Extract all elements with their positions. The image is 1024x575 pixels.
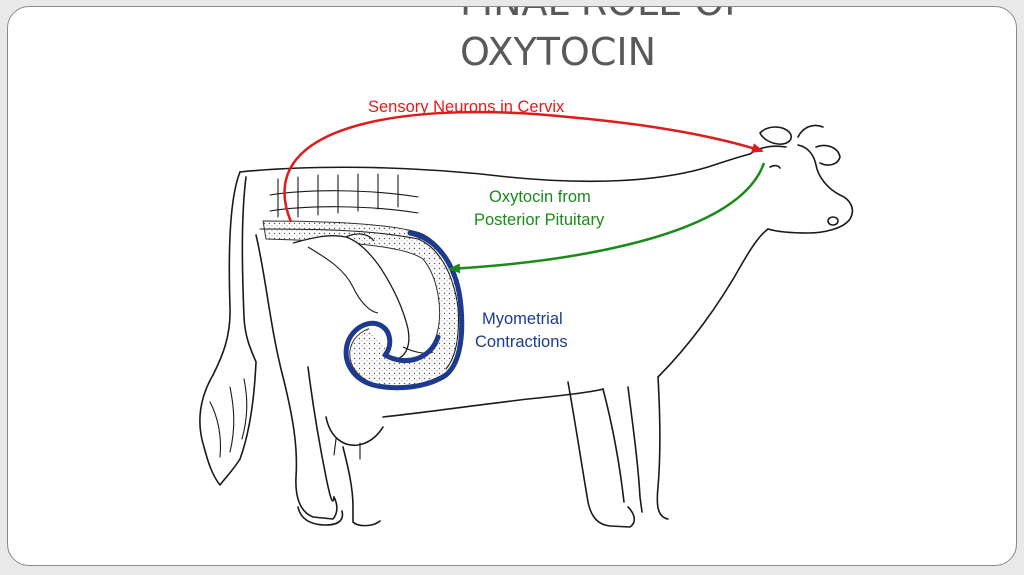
- label-myometrial-line2: Contractions: [475, 333, 568, 351]
- label-oxytocin-line2: Posterior Pituitary: [474, 211, 605, 229]
- sensory-neuron-arrow: [283, 110, 764, 223]
- slide-title: FINAL ROLE OF OXYTOCIN: [460, 7, 746, 74]
- label-oxytocin-line1: Oxytocin from: [489, 188, 591, 206]
- myometrium-outline: [343, 230, 465, 391]
- oxytocin-cow-diagram: Sensory Neurons in Cervix Oxytocin from …: [199, 98, 854, 528]
- slide: FINAL ROLE OF OXYTOCIN: [7, 6, 1017, 566]
- label-myometrial-line1: Myometrial: [482, 310, 563, 328]
- label-sensory-neurons: Sensory Neurons in Cervix: [368, 98, 565, 116]
- calf-illustration: [292, 233, 434, 360]
- oxytocin-arrow: [448, 162, 766, 274]
